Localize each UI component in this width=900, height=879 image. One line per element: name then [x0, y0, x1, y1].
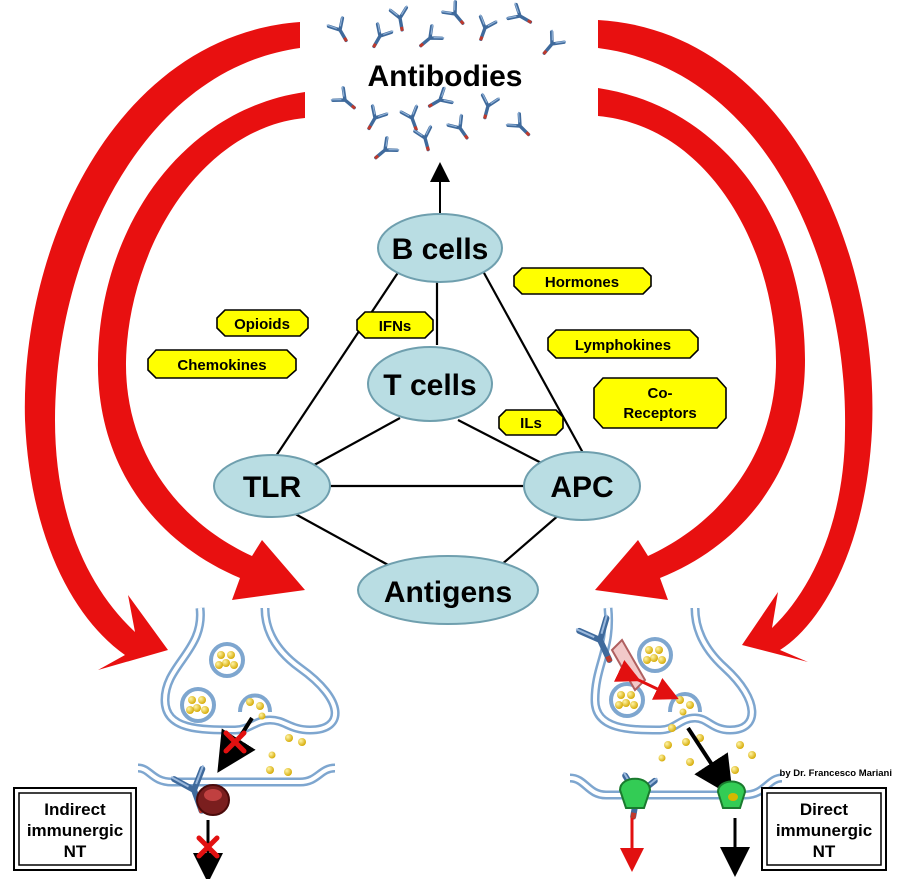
node-antigens: Antigens: [357, 555, 539, 625]
outer-left-arrow: [24, 22, 300, 670]
tag-lymphokines-label: Lymphokines: [575, 337, 671, 354]
node-t-cells-label: T cells: [383, 369, 476, 402]
node-tlr-label: TLR: [243, 471, 302, 504]
vesicle-icon: [609, 682, 645, 718]
tag-ifns-label: IFNs: [379, 318, 412, 335]
tag-chemokines-label: Chemokines: [177, 357, 266, 374]
antibody-icon: [387, 3, 413, 35]
link-tcells-tlr: [304, 417, 401, 471]
antibody-icon: [329, 84, 363, 117]
direct-box-line1: Direct: [800, 800, 849, 819]
postsynaptic-membrane-right: [569, 773, 783, 800]
inner-left-arrow: [97, 92, 305, 600]
red-x-icon: [223, 730, 247, 754]
node-tlr: TLR: [213, 454, 331, 518]
antibody-icon: [504, 110, 538, 144]
antibody-icon: [439, 0, 472, 32]
antibody-icon: [444, 112, 477, 146]
indirect-box-line2: immunergic: [27, 821, 123, 840]
indirect-box-line1: Indirect: [44, 800, 106, 819]
node-apc-label: APC: [550, 471, 613, 504]
vesicle-icon: [238, 693, 272, 720]
antibody-icon: [398, 102, 427, 135]
author-credit: by Dr. Francesco Mariani: [780, 768, 892, 779]
link-tcells-apc: [457, 419, 556, 471]
tag-opioids-label: Opioids: [234, 316, 290, 333]
antibody-icon: [474, 91, 502, 123]
direct-immunergic-box: Direct immunergic NT: [761, 787, 887, 871]
node-b-cells-label: B cells: [392, 233, 489, 266]
tag-hormones-label: Hormones: [545, 274, 619, 291]
neurotransmitter-dots-left: [266, 734, 306, 776]
antibody-icon: [325, 14, 356, 48]
antibody-icon: [504, 1, 538, 32]
antibody-icon: [364, 20, 395, 54]
tag-co-receptors-line2: Receptors: [623, 405, 696, 422]
link-tlr-antigens: [287, 509, 391, 567]
antibody-icon: [535, 28, 568, 62]
direct-box-line3: NT: [813, 842, 836, 861]
red-x-icon: [196, 835, 220, 859]
node-antigens-label: Antigens: [384, 576, 512, 609]
antibody-icon: [412, 22, 446, 55]
tag-co-receptors-line1: Co-: [648, 385, 673, 402]
link-apc-antigens: [499, 513, 561, 567]
vesicle-icon: [180, 687, 216, 723]
inner-right-arrow: [595, 88, 805, 600]
direct-box-line2: immunergic: [776, 821, 872, 840]
node-t-cells: T cells: [367, 346, 493, 422]
indirect-immunergic-box: Indirect immunergic NT: [13, 787, 137, 871]
active-receptor-left: [618, 777, 652, 809]
indirect-box-line3: NT: [64, 842, 87, 861]
antibody-icon: [367, 134, 401, 167]
right-synapse: [569, 607, 783, 877]
vesicle-icon: [668, 692, 702, 716]
red-feedback-arrows: [24, 20, 873, 670]
tag-hormones: Hormones: [513, 267, 652, 295]
node-apc: APC: [523, 451, 641, 521]
tag-ils: ILs: [498, 409, 564, 436]
network-links: [271, 261, 589, 567]
link-bcells-apc: [477, 261, 589, 463]
antibody-icon: [470, 12, 499, 45]
tag-co-receptors: Co- Receptors: [593, 377, 727, 429]
tag-chemokines: Chemokines: [147, 349, 297, 379]
left-synapse: [137, 607, 340, 879]
tag-ifns: IFNs: [356, 311, 434, 339]
node-b-cells: B cells: [377, 213, 503, 283]
tag-ils-label: ILs: [520, 415, 542, 432]
antibody-icon: [359, 102, 390, 136]
vesicle-icon: [209, 642, 245, 678]
vesicle-icon: [637, 637, 673, 673]
antibodies-title: Antibodies: [368, 60, 523, 93]
outer-right-arrow: [598, 20, 873, 662]
tag-lymphokines: Lymphokines: [547, 329, 699, 359]
tag-opioids: Opioids: [216, 309, 309, 337]
link-bcells-tlr: [271, 261, 406, 463]
